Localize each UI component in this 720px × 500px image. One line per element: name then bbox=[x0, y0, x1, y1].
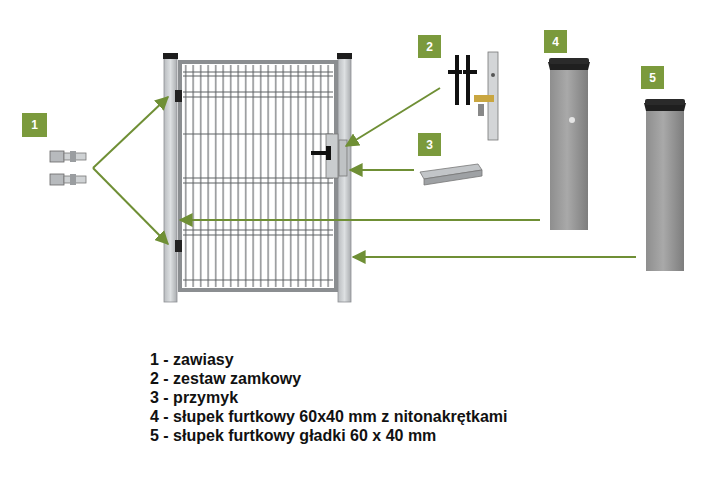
callout-text: 4 bbox=[552, 35, 559, 49]
callout-text: 2 bbox=[426, 40, 433, 54]
parts-key-line: 3 - przymyk bbox=[150, 388, 238, 407]
callout-text: 5 bbox=[649, 71, 656, 85]
parts-key-line: 5 - słupek furtkowy gładki 60 x 40 mm bbox=[150, 426, 436, 445]
callout-number: 2 bbox=[418, 35, 441, 58]
callout-number: 1 bbox=[22, 113, 47, 137]
parts-key-line: 1 - zawiasy bbox=[150, 350, 234, 369]
callout-number: 4 bbox=[544, 30, 567, 53]
callout-number: 3 bbox=[418, 133, 441, 156]
callout-number: 5 bbox=[641, 66, 664, 89]
callout-text: 1 bbox=[31, 118, 38, 132]
parts-key-line: 4 - słupek furtkowy 60x40 mm z nitonakrę… bbox=[150, 407, 507, 426]
parts-key-line: 2 - zestaw zamkowy bbox=[150, 369, 301, 388]
callout-text: 3 bbox=[426, 138, 433, 152]
